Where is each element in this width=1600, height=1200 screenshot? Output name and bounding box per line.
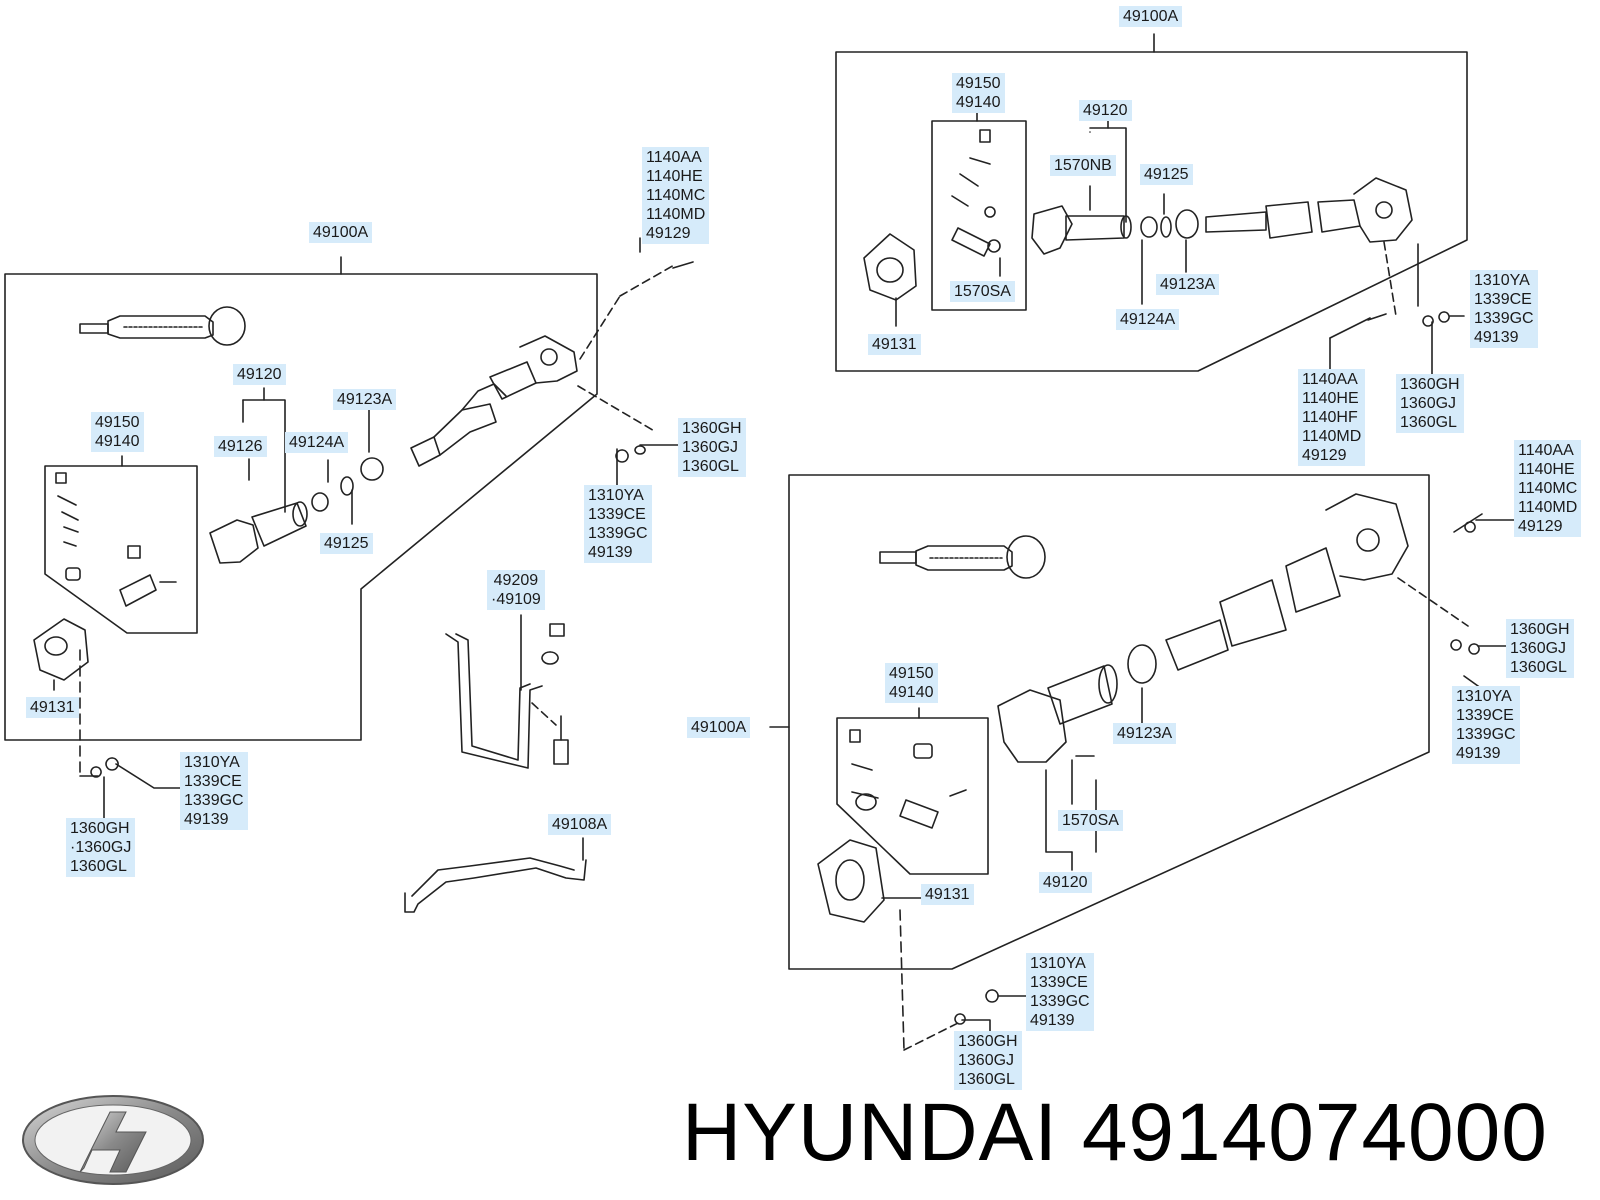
label-nut-group-bottom-right: 1310YA 1339CE 1339GC 49139 — [1452, 686, 1520, 764]
joint-kit-box-bottom-right — [836, 707, 989, 875]
label-1570sa-bottom-right: 1570SA — [1058, 810, 1123, 831]
label-nut-group-bottom-left: 1310YA 1339CE 1339GC 49139 — [180, 752, 248, 830]
label-49100a-top-right: 49100A — [1119, 6, 1183, 27]
leaders-top-left — [242, 237, 694, 525]
label-nut-group-top-right: 1310YA 1339CE 1339GC 49139 — [1470, 270, 1538, 348]
leaders-bottom-left — [90, 757, 187, 819]
label-1570nb: 1570NB — [1050, 155, 1116, 176]
joint-kit-box-right — [931, 111, 1027, 311]
label-49124a-right: 49124A — [1116, 309, 1180, 330]
label-bracket-49209: 49209 ·49109 — [487, 570, 545, 610]
puller-tool-right — [879, 535, 1046, 579]
label-1570sa-top-right: 1570SA — [950, 281, 1015, 302]
label-49125-left: 49125 — [320, 533, 373, 554]
label-49123a-top-right: 49123A — [1156, 274, 1220, 295]
label-kit-top-right: 49150 49140 — [952, 73, 1005, 113]
stay-bracket-49108a — [404, 837, 587, 913]
label-washer-group-bottom-left: 1360GH ·1360GJ 1360GL — [66, 818, 136, 877]
assembly-frame-top-right — [835, 33, 1468, 372]
support-bracket — [445, 614, 569, 769]
label-bolt-group-top-left: 1140AA 1140HE 1140MC 1140MD 49129 — [642, 147, 710, 244]
label-49108a: 49108A — [548, 814, 612, 835]
flange-yoke-right-bottom — [817, 839, 961, 1051]
assembly-frame-top-left — [4, 256, 598, 741]
label-49131-left: 49131 — [26, 697, 79, 718]
label-kit-left: 49150 49140 — [91, 412, 144, 452]
label-washer-group-bottom-right: 1360GH 1360GJ 1360GL — [1506, 619, 1574, 678]
label-nut-group-top-left: 1310YA 1339CE 1339GC 49139 — [584, 485, 652, 563]
label-49100a-top-left: 49100A — [309, 222, 373, 243]
flange-yoke-right-top — [863, 233, 917, 327]
label-washer-group-bottom-center: 1360GH 1360GJ 1360GL — [954, 1031, 1022, 1090]
label-washer-group-top-left: 1360GH 1360GJ 1360GL — [678, 418, 746, 477]
label-49123a-left: 49123A — [333, 389, 397, 410]
label-nut-group-bottom-center: 1310YA 1339CE 1339GC 49139 — [1026, 953, 1094, 1031]
label-kit-bottom-right: 49150 49140 — [885, 663, 938, 703]
propeller-shaft-right-top — [1031, 177, 1413, 255]
label-49131-bottom-right: 49131 — [921, 884, 974, 905]
label-bolt-group-bottom-right: 1140AA 1140HE 1140MC 1140MD 49129 — [1514, 440, 1582, 537]
label-washer-group-top-right: 1360GH 1360GJ 1360GL — [1396, 374, 1464, 433]
label-49123a-bottom-right: 49123A — [1113, 723, 1177, 744]
puller-tool-left — [79, 306, 246, 346]
leaders-top-right — [999, 117, 1465, 375]
propeller-shaft-right-bottom — [997, 493, 1409, 763]
label-49124a-left: 49124A — [285, 432, 349, 453]
flange-yoke-left — [33, 618, 99, 777]
hyundai-logo — [22, 1095, 204, 1185]
label-49120-left: 49120 — [233, 364, 286, 385]
label-49120-bottom-right: 49120 — [1039, 872, 1092, 893]
propeller-shaft-left — [209, 335, 578, 564]
label-bolt-group-top-right: 1140AA 1140HE 1140HF 1140MD 49129 — [1298, 369, 1366, 466]
label-49126-left: 49126 — [214, 436, 267, 457]
assembly-frame-bottom-right — [769, 474, 1430, 970]
part-number-title: HYUNDAI 4914074000 — [682, 1087, 1548, 1178]
label-49131-top-right: 49131 — [868, 334, 921, 355]
label-49120-top-right: 49120 — [1079, 100, 1132, 121]
label-49125-right: 49125 — [1140, 164, 1193, 185]
label-49100a-bottom-right: 49100A — [687, 717, 751, 738]
joint-kit-box-left — [44, 455, 198, 634]
